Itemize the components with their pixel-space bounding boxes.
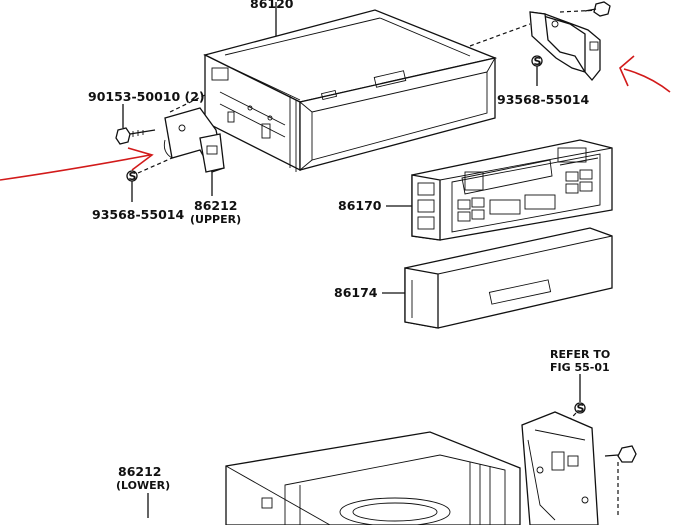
label-bolt-left: 90153-50010 (2) bbox=[88, 89, 205, 104]
label-refer-line1: REFER TO bbox=[550, 348, 610, 361]
right-screw-mark: S bbox=[534, 55, 542, 68]
label-lower-bracket-num: 86212 bbox=[118, 464, 162, 479]
control-panel-86170 bbox=[411, 139, 613, 241]
red-annotation-arrow-right bbox=[619, 55, 671, 93]
radio-chassis-unit bbox=[203, 9, 498, 172]
label-lower-bracket-sub: (LOWER) bbox=[116, 479, 170, 492]
lower-right-bolt bbox=[604, 445, 637, 515]
lower-right-bracket bbox=[521, 411, 599, 525]
label-top-unit: 86120 bbox=[250, 0, 294, 11]
label-upper-bracket-num: 86212 bbox=[194, 198, 238, 213]
right-screw-symbol: S bbox=[531, 55, 543, 86]
right-mounting-bracket bbox=[529, 11, 601, 82]
lower-screw-symbol: S bbox=[559, 402, 586, 431]
cover-86174 bbox=[404, 227, 613, 329]
dashed-guide-right bbox=[469, 23, 531, 47]
left-bolt-90153 bbox=[115, 127, 156, 145]
label-control-panel: 86170 bbox=[338, 198, 382, 213]
upper-bracket-86212 bbox=[163, 107, 225, 173]
label-refer-line2: FIG 55-01 bbox=[550, 361, 610, 374]
left-screw-mark: S bbox=[129, 170, 137, 183]
right-bolt bbox=[584, 1, 611, 17]
label-upper-bracket-sub: (UPPER) bbox=[190, 213, 241, 226]
left-screw-symbol: S bbox=[126, 157, 173, 202]
lower-screw-mark: S bbox=[577, 402, 585, 415]
label-screw-left: 93568-55014 bbox=[92, 207, 184, 222]
label-screw-right: 93568-55014 bbox=[497, 92, 589, 107]
label-cover: 86174 bbox=[334, 285, 378, 300]
lower-unit bbox=[225, 431, 521, 525]
red-annotation-arrow-left bbox=[0, 147, 154, 181]
